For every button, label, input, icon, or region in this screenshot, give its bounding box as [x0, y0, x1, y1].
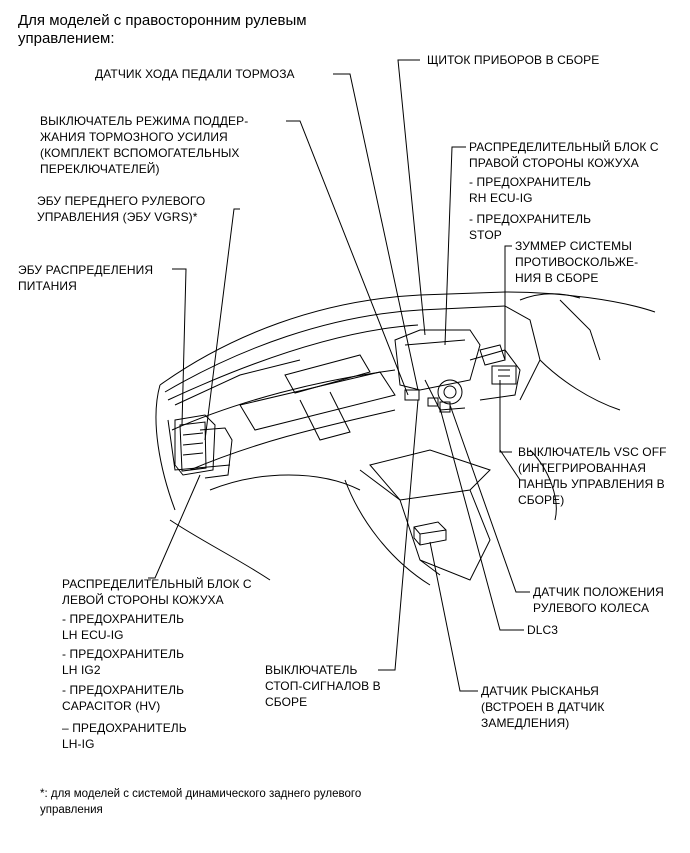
label-brake-hold-switch: ВЫКЛЮЧАТЕЛЬ РЕЖИМА ПОДДЕР- ЖАНИЯ ТОРМОЗН…	[40, 114, 249, 176]
title-line-1: Для моделей с правосторонним рулевым	[18, 12, 307, 29]
label-rh-junction-block: РАСПРЕДЕЛИТЕЛЬНЫЙ БЛОК С ПРАВОЙ СТОРОНЫ …	[469, 140, 659, 242]
dashboard-outline	[155, 291, 656, 586]
leader-lines	[148, 59, 530, 692]
label-vgrs-ecu: ЭБУ ПЕРЕДНЕГО РУЛЕВОГО УПРАВЛЕНИЯ (ЭБУ V…	[37, 194, 206, 224]
label-steering-sensor: ДАТЧИК ПОЛОЖЕНИЯ РУЛЕВОГО КОЛЕСА	[533, 585, 664, 615]
footnote: *: для моделей с системой динамического …	[40, 788, 362, 816]
label-dlc3: DLC3	[527, 623, 559, 637]
label-power-ecu: ЭБУ РАСПРЕДЕЛЕНИЯ ПИТАНИЯ	[18, 263, 154, 293]
label-vsc-off-switch: ВЫКЛЮЧАТЕЛЬ VSC OFF (ИНТЕГРИРОВАННАЯ ПАН…	[518, 445, 667, 507]
label-stop-light-switch: ВЫКЛЮЧАТЕЛЬ СТОП-СИГНАЛОВ В СБОРЕ	[265, 663, 381, 709]
label-yaw-sensor: ДАТЧИК РЫСКАНЬЯ (ВСТРОЕН В ДАТЧИК ЗАМЕДЛ…	[481, 684, 605, 730]
label-combination-meter: ЩИТОК ПРИБОРОВ В СБОРЕ	[427, 53, 600, 67]
title-line-2: управлением:	[18, 30, 115, 47]
page-title: Для моделей с правосторонним рулевым упр…	[18, 12, 307, 48]
label-lh-junction-block: РАСПРЕДЕЛИТЕЛЬНЫЙ БЛОК С ЛЕВОЙ СТОРОНЫ К…	[62, 577, 252, 751]
label-brake-pedal-sensor: ДАТЧИК ХОДА ПЕДАЛИ ТОРМОЗА	[95, 67, 295, 81]
label-skid-buzzer: ЗУММЕР СИСТЕМЫ ПРОТИВОСКОЛЬЖЕ- НИЯ В СБО…	[515, 239, 639, 285]
